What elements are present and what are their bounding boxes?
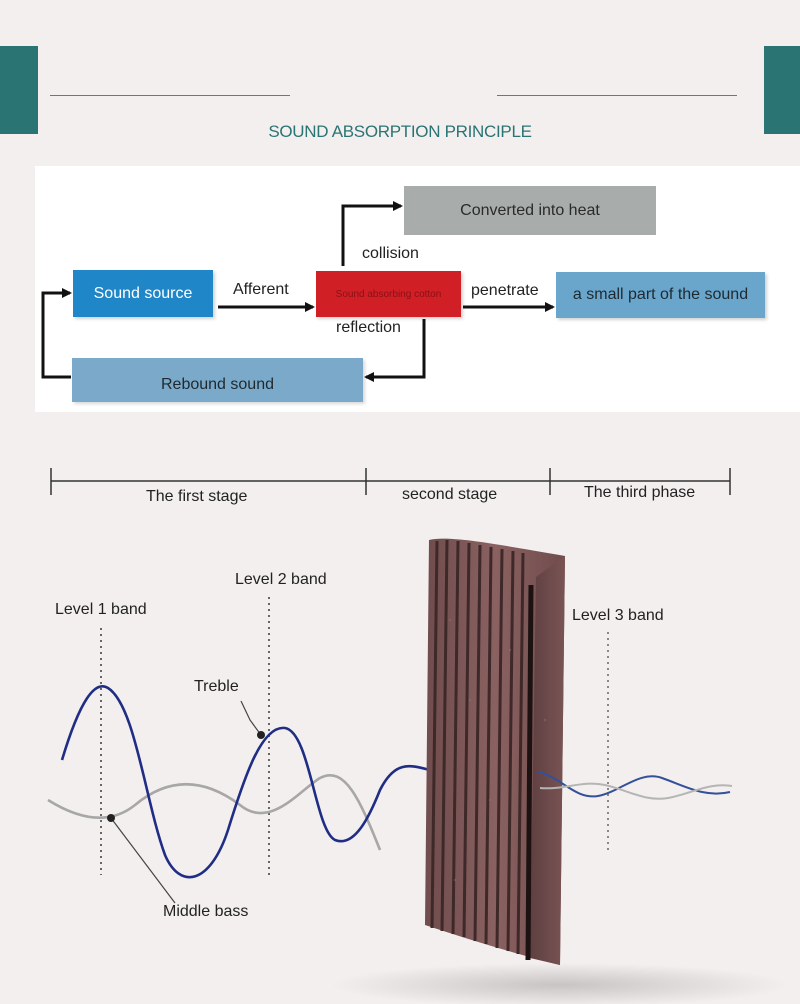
sound-source-box: Sound source xyxy=(73,270,213,317)
level2-band-label: Level 2 band xyxy=(235,571,327,588)
page-title: SOUND ABSORPTION PRINCIPLE xyxy=(268,122,532,141)
penetrate-label: penetrate xyxy=(471,282,539,299)
right-header-tab xyxy=(764,46,800,134)
collision-arrow xyxy=(341,201,403,266)
middle-bass-label: Middle bass xyxy=(163,903,249,920)
treble-pointer xyxy=(240,700,262,736)
middle-bass-pointer xyxy=(110,817,176,904)
rebound-sound-box: Rebound sound xyxy=(72,358,363,402)
stage-ruler xyxy=(50,468,731,495)
header-line-left xyxy=(50,95,290,96)
reflection-label: reflection xyxy=(336,319,401,336)
middle-bass-wave xyxy=(47,774,382,851)
third-phase-label: The third phase xyxy=(584,484,696,501)
header-line-right xyxy=(497,95,737,96)
level3-wave-gray xyxy=(539,782,733,800)
rebound-sound-label: Rebound sound xyxy=(161,376,274,393)
level3-wave-blue xyxy=(537,771,731,798)
treble-wave xyxy=(60,685,431,879)
sound-source-label: Sound source xyxy=(93,284,193,302)
treble-label: Treble xyxy=(194,678,239,695)
first-stage-label: The first stage xyxy=(146,488,248,505)
level3-band-label: Level 3 band xyxy=(572,607,664,624)
level1-band-label: Level 1 band xyxy=(55,601,147,618)
converted-heat-box: Converted into heat xyxy=(404,186,656,235)
absorbing-material-box: Sound absorbing cotton xyxy=(316,271,461,317)
small-part-box: a small part of the sound xyxy=(556,272,765,318)
absorbing-material-label: Sound absorbing cotton xyxy=(335,288,442,300)
second-stage-label: second stage xyxy=(402,486,498,503)
reflection-arrow xyxy=(364,319,426,382)
collision-label: collision xyxy=(362,245,419,262)
afferent-label: Afferent xyxy=(233,281,289,298)
rebound-loop-arrow xyxy=(41,288,72,379)
small-part-label: a small part of the sound xyxy=(572,286,749,303)
converted-heat-label: Converted into heat xyxy=(460,201,600,219)
left-header-tab xyxy=(0,46,38,134)
foam-panel xyxy=(425,538,565,965)
